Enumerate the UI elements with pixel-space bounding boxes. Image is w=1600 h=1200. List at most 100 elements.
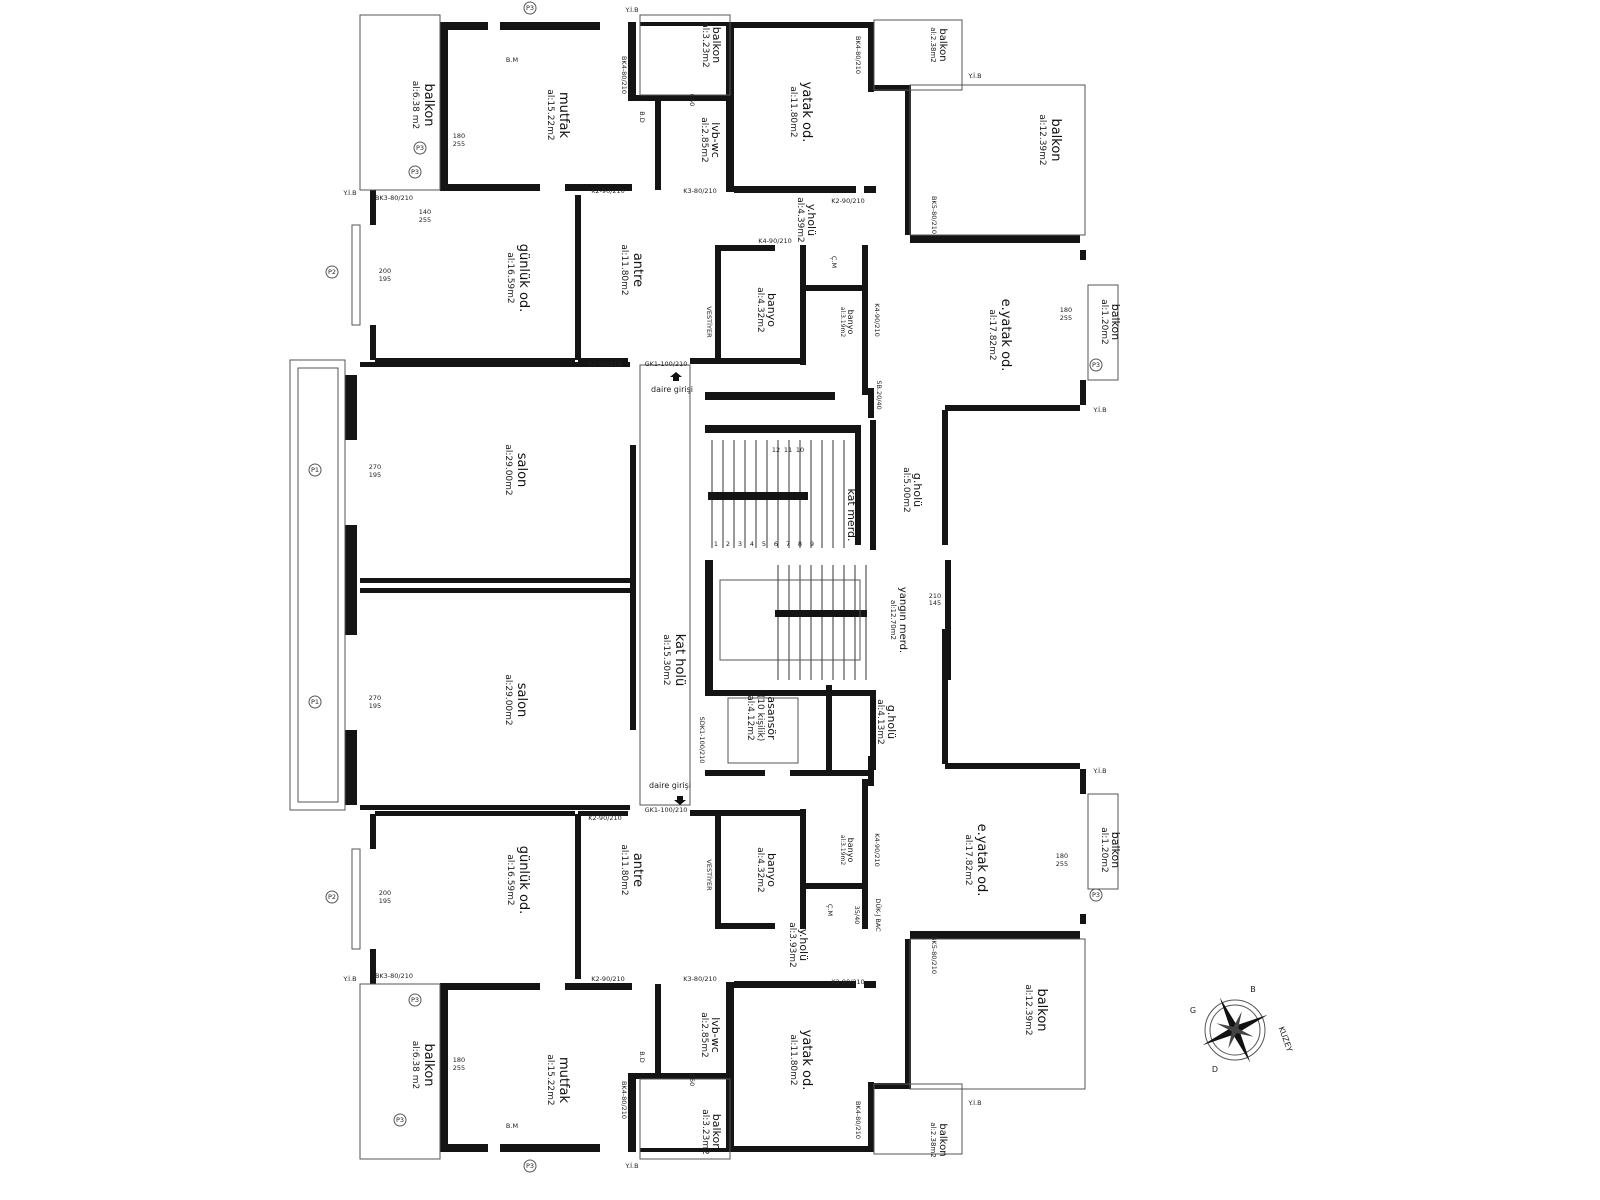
compass-d: D [1212, 1065, 1218, 1074]
balcony-outline [359, 14, 441, 191]
wall [565, 983, 632, 990]
svg-text:mutfak: mutfak [556, 92, 571, 139]
walls-bottom-unit [351, 629, 1119, 1160]
svg-text:balkon: balkon [710, 27, 723, 63]
svg-text:K3-80/210: K3-80/210 [683, 187, 717, 195]
stair-number: 6 [774, 540, 778, 548]
wall [705, 425, 855, 433]
svg-text:yangın merd.: yangın merd. [897, 587, 908, 653]
compass-b: B [1250, 985, 1256, 994]
svg-text:Y.İ.B: Y.İ.B [624, 1161, 638, 1170]
svg-text:BK5-80/210: BK5-80/210 [930, 936, 938, 974]
walls-core [289, 359, 951, 811]
wall [800, 809, 806, 929]
entrance-label: daire girişi [649, 781, 691, 790]
wall [440, 1144, 488, 1152]
svg-text:255: 255 [453, 140, 465, 148]
entrance-arrow-icon [674, 796, 686, 805]
svg-text:200: 200 [379, 267, 391, 275]
room-label-gunluk-od: günlük od.al:16.59m2 [505, 846, 531, 915]
wall [734, 1146, 874, 1152]
svg-text:P1: P1 [311, 466, 319, 474]
svg-text:al:4.32m2: al:4.32m2 [755, 287, 765, 333]
svg-text:180: 180 [453, 132, 465, 140]
stair-landing-wall [708, 492, 808, 500]
svg-text:P3: P3 [416, 144, 424, 152]
balcony-outline [1087, 793, 1119, 890]
svg-text:al:11.80m2: al:11.80m2 [619, 244, 629, 295]
svg-text:255: 255 [419, 216, 431, 224]
svg-text:P1: P1 [311, 698, 319, 706]
wall [640, 22, 730, 26]
wall [942, 410, 948, 545]
svg-text:salon: salon [514, 453, 529, 488]
balcony-outline [909, 938, 1086, 1090]
svg-text:SDK1-100/210: SDK1-100/210 [698, 717, 706, 764]
svg-text:al:1.20m2: al:1.20m2 [1099, 827, 1109, 873]
wall [628, 95, 730, 101]
svg-text:al:3.23m2: al:3.23m2 [700, 22, 710, 68]
wall [360, 578, 630, 583]
wall [628, 1077, 636, 1152]
wall [345, 730, 357, 805]
svg-text:K4-90/210: K4-90/210 [873, 833, 881, 867]
wall [705, 392, 835, 400]
svg-text:g.holü: g.holü [885, 705, 898, 739]
wall [726, 982, 734, 1152]
svg-text:VESTİYER: VESTİYER [705, 859, 714, 891]
wall [690, 358, 765, 364]
wall [655, 95, 661, 190]
svg-text:yatak od.: yatak od. [799, 82, 814, 143]
svg-text:Y.İ.B: Y.İ.B [342, 974, 356, 983]
wall [715, 245, 775, 251]
wall [870, 690, 876, 770]
compass-kuzey: KUZEY [1277, 1025, 1294, 1053]
wall [905, 939, 911, 1089]
balcony-outline [873, 1083, 963, 1155]
svg-text:mutfak: mutfak [556, 1057, 571, 1104]
svg-text:al:15.30m2: al:15.30m2 [661, 634, 671, 685]
svg-text:255: 255 [453, 1064, 465, 1072]
svg-text:balkon: balkon [421, 83, 436, 126]
svg-text:antre: antre [630, 853, 645, 887]
svg-text:195: 195 [369, 471, 381, 479]
svg-text:K2-90/210: K2-90/210 [588, 814, 622, 822]
wall [575, 814, 581, 979]
wall [868, 22, 874, 92]
svg-text:K4-90/210: K4-90/210 [873, 303, 881, 337]
svg-text:P3: P3 [526, 1162, 534, 1170]
svg-text:al:2.38m2: al:2.38m2 [929, 1122, 937, 1157]
wall [375, 811, 575, 816]
wall [655, 984, 661, 1079]
svg-text:balkon: balkon [937, 1123, 948, 1156]
svg-text:al:12.39m2: al:12.39m2 [1023, 984, 1033, 1035]
svg-text:200: 200 [379, 889, 391, 897]
svg-text:günlük od.: günlük od. [516, 244, 531, 313]
wall [578, 811, 628, 816]
svg-text:al:4.13m2: al:4.13m2 [875, 699, 885, 745]
svg-text:al:15.22m2: al:15.22m2 [545, 89, 555, 140]
wall [715, 814, 721, 929]
svg-text:SB.20/40: SB.20/40 [875, 380, 883, 409]
wall [690, 810, 765, 816]
wall [910, 235, 1080, 243]
svg-text:P3: P3 [1092, 891, 1100, 899]
svg-text:al:29.00m2: al:29.00m2 [503, 674, 513, 725]
svg-text:P3: P3 [1092, 361, 1100, 369]
svg-text:al:17.82m2: al:17.82m2 [987, 309, 997, 360]
wall [360, 362, 630, 367]
wall [628, 22, 636, 97]
svg-text:Ç.M: Ç.M [826, 904, 834, 916]
